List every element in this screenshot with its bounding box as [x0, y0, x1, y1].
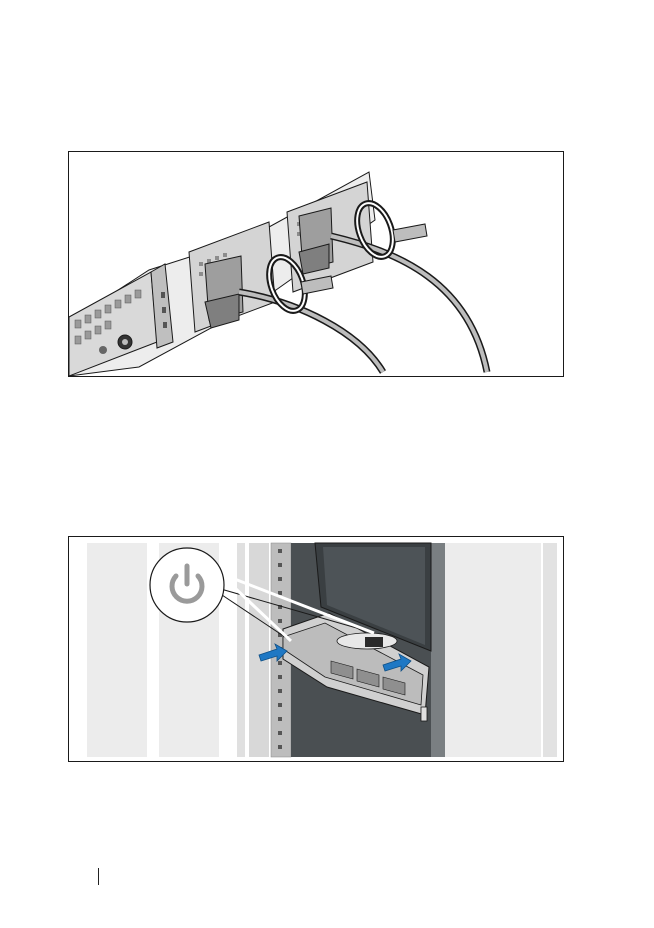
power-on-figure — [68, 536, 564, 762]
power-cable-figure — [68, 151, 564, 377]
power-button-illustration — [69, 537, 563, 761]
power-cable-illustration — [69, 152, 563, 376]
margin-rule — [98, 868, 99, 885]
